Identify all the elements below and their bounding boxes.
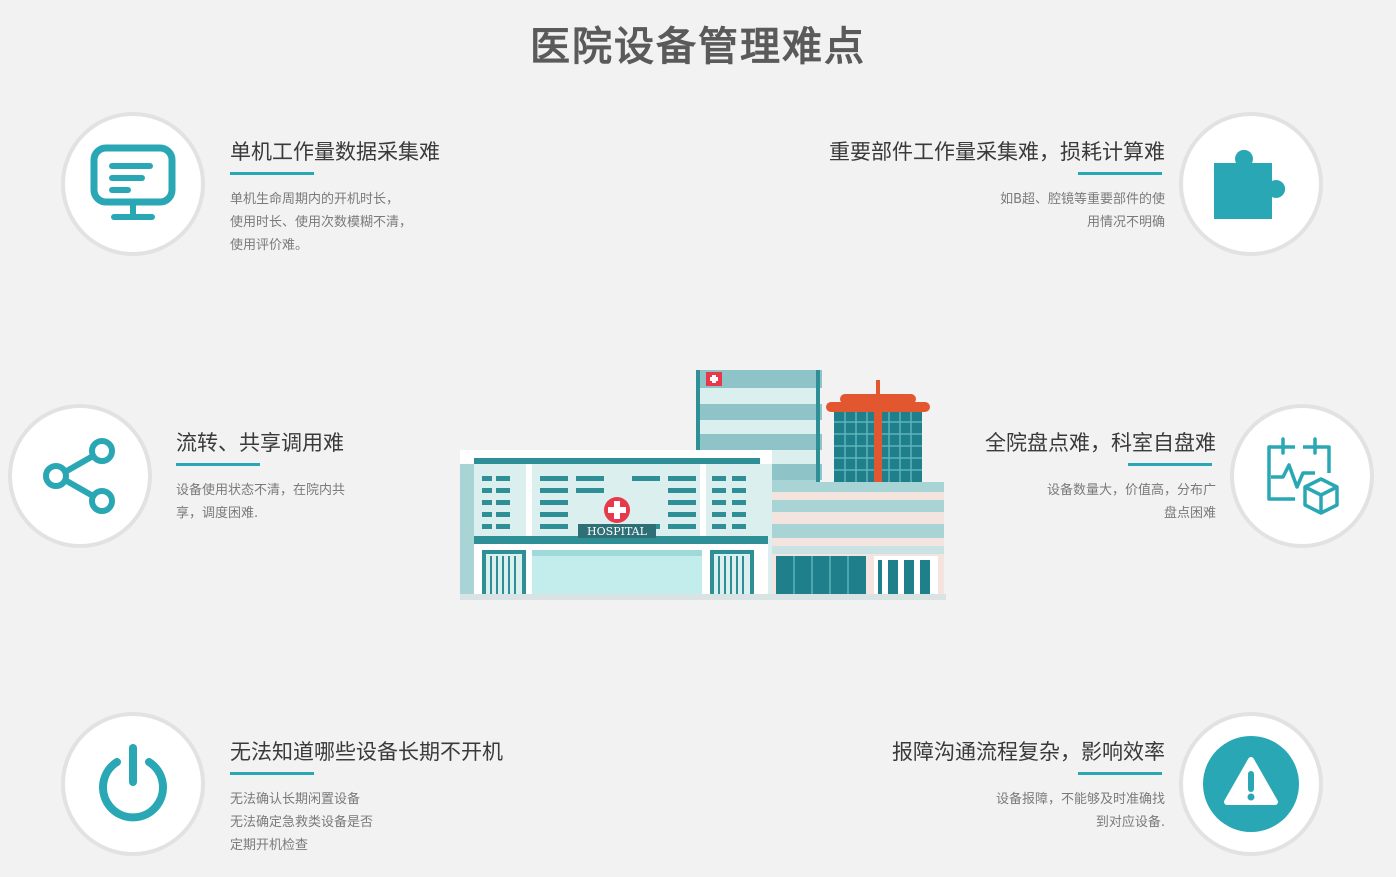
card-desc-inventory: 设备数量大，价值高，分布广 盘点困难 xyxy=(1047,479,1216,525)
desc-line: 到对应设备. xyxy=(1095,815,1165,830)
card-desc-sharing: 设备使用状态不清，在院内共 享，调度困难. xyxy=(176,479,345,525)
title-underline xyxy=(1078,172,1162,175)
desc-line: 使用评价难。 xyxy=(230,238,309,253)
title-underline xyxy=(1078,772,1162,775)
monitor-icon-circle xyxy=(61,112,205,256)
desc-line: 享，调度困难. xyxy=(176,506,259,521)
hospital-sign-text: HOSPITAL xyxy=(587,525,648,538)
power-icon-circle xyxy=(61,712,205,856)
power-icon xyxy=(99,744,167,822)
card-title-repair: 报障沟通流程复杂，影响效率 xyxy=(892,740,1165,764)
desc-line: 用情况不明确 xyxy=(1086,215,1165,230)
desc-line: 设备使用状态不清，在院内共 xyxy=(176,483,346,498)
card-desc-workload: 单机生命周期内的开机时长， 使用时长、使用次数模糊不清， 使用评价难。 xyxy=(230,188,412,257)
title-underline xyxy=(1128,463,1212,466)
hospital-building-icon: HOSPITAL xyxy=(460,370,946,600)
desc-line: 无法确认长期闲置设备 xyxy=(230,792,361,807)
warning-icon-circle xyxy=(1179,712,1323,856)
desc-line: 盘点困难 xyxy=(1163,506,1216,521)
monitor-icon xyxy=(90,144,176,220)
card-title-workload: 单机工作量数据采集难 xyxy=(230,140,440,164)
card-title-parts: 重要部件工作量采集难，损耗计算难 xyxy=(829,140,1165,164)
desc-line: 设备报障，不能够及时准确找 xyxy=(995,792,1165,807)
share-icon xyxy=(43,438,115,514)
title-underline xyxy=(176,463,260,466)
share-icon-circle xyxy=(8,404,152,548)
desc-line: 无法确定急救类设备是否 xyxy=(230,815,374,830)
inventory-icon xyxy=(1267,437,1339,515)
desc-line: 单机生命周期内的开机时长， xyxy=(230,192,400,207)
hospital-building-illustration: HOSPITAL xyxy=(460,366,946,600)
page-title: 医院设备管理难点 xyxy=(530,24,866,70)
card-title-idle: 无法知道哪些设备长期不开机 xyxy=(230,740,503,764)
warning-icon xyxy=(1203,736,1299,832)
inventory-icon-circle xyxy=(1230,404,1374,548)
card-desc-idle: 无法确认长期闲置设备 无法确定急救类设备是否 定期开机检查 xyxy=(230,788,373,857)
desc-line: 设备数量大，价值高，分布广 xyxy=(1046,483,1216,498)
card-desc-repair: 设备报障，不能够及时准确找 到对应设备. xyxy=(996,788,1165,834)
card-desc-parts: 如B超、腔镜等重要部件的使 用情况不明确 xyxy=(1000,188,1165,234)
desc-line: 使用时长、使用次数模糊不清， xyxy=(230,215,413,230)
puzzle-icon-circle xyxy=(1179,112,1323,256)
desc-line: 如B超、腔镜等重要部件的使 xyxy=(1000,192,1165,207)
card-title-inventory: 全院盘点难，科室自盘难 xyxy=(985,431,1216,455)
title-underline xyxy=(230,772,314,775)
puzzle-icon xyxy=(1214,149,1286,219)
title-underline xyxy=(230,172,314,175)
desc-line: 定期开机检查 xyxy=(230,838,309,853)
card-title-sharing: 流转、共享调用难 xyxy=(176,431,344,455)
